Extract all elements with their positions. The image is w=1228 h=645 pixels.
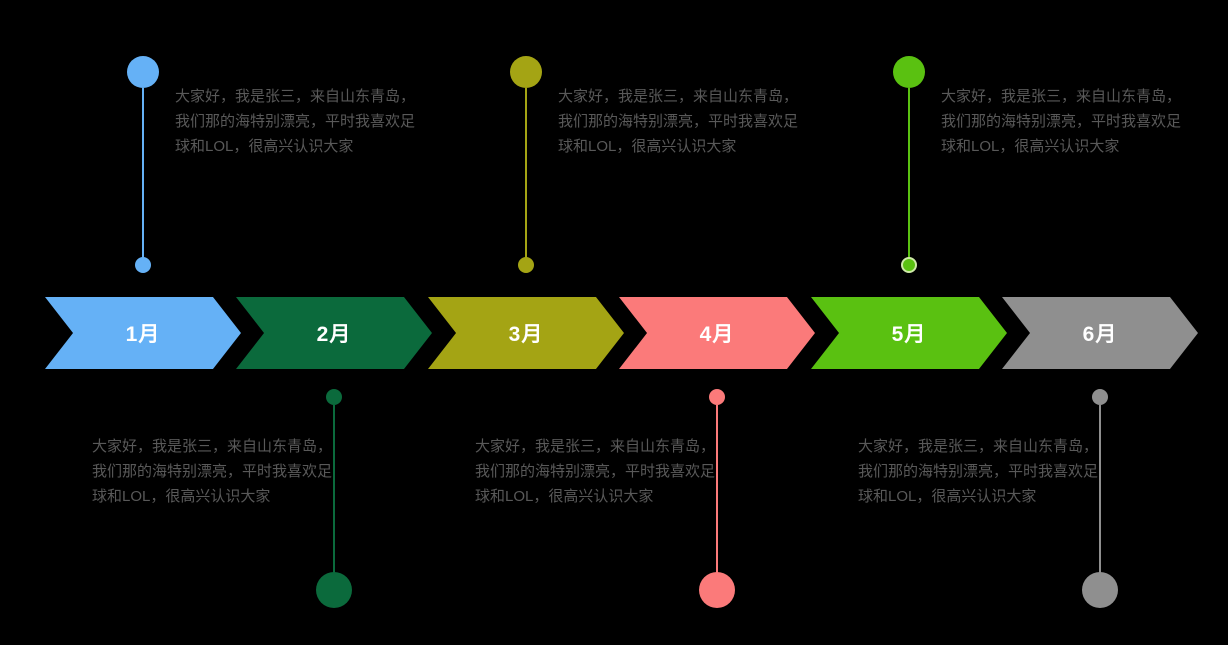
timeline-arrow-month-1: 1月 (45, 297, 241, 369)
callout-connector-line-month-1 (142, 88, 144, 258)
callout-dot-large-month-6 (1082, 572, 1118, 608)
callout-dot-large-month-3 (510, 56, 542, 88)
callout-text-month-5: 大家好，我是张三，来自山东青岛，我们那的海特别漂亮，平时我喜欢足球和LOL，很高… (941, 88, 1182, 155)
callout-dot-small-month-6 (1092, 389, 1108, 405)
callout-text-month-4: 大家好，我是张三，来自山东青岛，我们那的海特别漂亮，平时我喜欢足球和LOL，很高… (475, 438, 716, 505)
callout-connector-line-month-4 (716, 405, 718, 575)
callout-dot-small-month-3 (518, 257, 534, 273)
callout-text-month-2: 大家好，我是张三，来自山东青岛，我们那的海特别漂亮，平时我喜欢足球和LOL，很高… (92, 438, 333, 505)
callout-text-month-6: 大家好，我是张三，来自山东青岛，我们那的海特别漂亮，平时我喜欢足球和LOL，很高… (858, 438, 1099, 505)
callout-dot-small-month-2 (326, 389, 342, 405)
month-label-1: 1月 (125, 323, 161, 346)
month-label-5: 5月 (891, 323, 927, 346)
callout-connector-line-month-5 (908, 88, 910, 258)
timeline-arrow-month-4: 4月 (619, 297, 815, 369)
callout-dot-small-month-5 (901, 257, 917, 273)
callout-connector-line-month-2 (333, 405, 335, 575)
callout-dot-large-month-1 (127, 56, 159, 88)
timeline-arrow-month-6: 6月 (1002, 297, 1198, 369)
callout-dot-large-month-2 (316, 572, 352, 608)
callout-dot-small-month-4 (709, 389, 725, 405)
timeline-arrow-month-2: 2月 (236, 297, 432, 369)
month-label-2: 2月 (316, 323, 352, 346)
callout-connector-line-month-3 (525, 88, 527, 258)
timeline-arrow-month-3: 3月 (428, 297, 624, 369)
month-label-3: 3月 (508, 323, 544, 346)
callout-connector-line-month-6 (1099, 405, 1101, 575)
month-label-6: 6月 (1082, 323, 1118, 346)
callout-dot-large-month-5 (893, 56, 925, 88)
callout-dot-small-month-1 (135, 257, 151, 273)
timeline-arrow-month-5: 5月 (811, 297, 1007, 369)
callout-text-month-1: 大家好，我是张三，来自山东青岛，我们那的海特别漂亮，平时我喜欢足球和LOL，很高… (175, 88, 416, 155)
callout-text-month-3: 大家好，我是张三，来自山东青岛，我们那的海特别漂亮，平时我喜欢足球和LOL，很高… (558, 88, 799, 155)
month-label-4: 4月 (699, 323, 735, 346)
callout-dot-large-month-4 (699, 572, 735, 608)
